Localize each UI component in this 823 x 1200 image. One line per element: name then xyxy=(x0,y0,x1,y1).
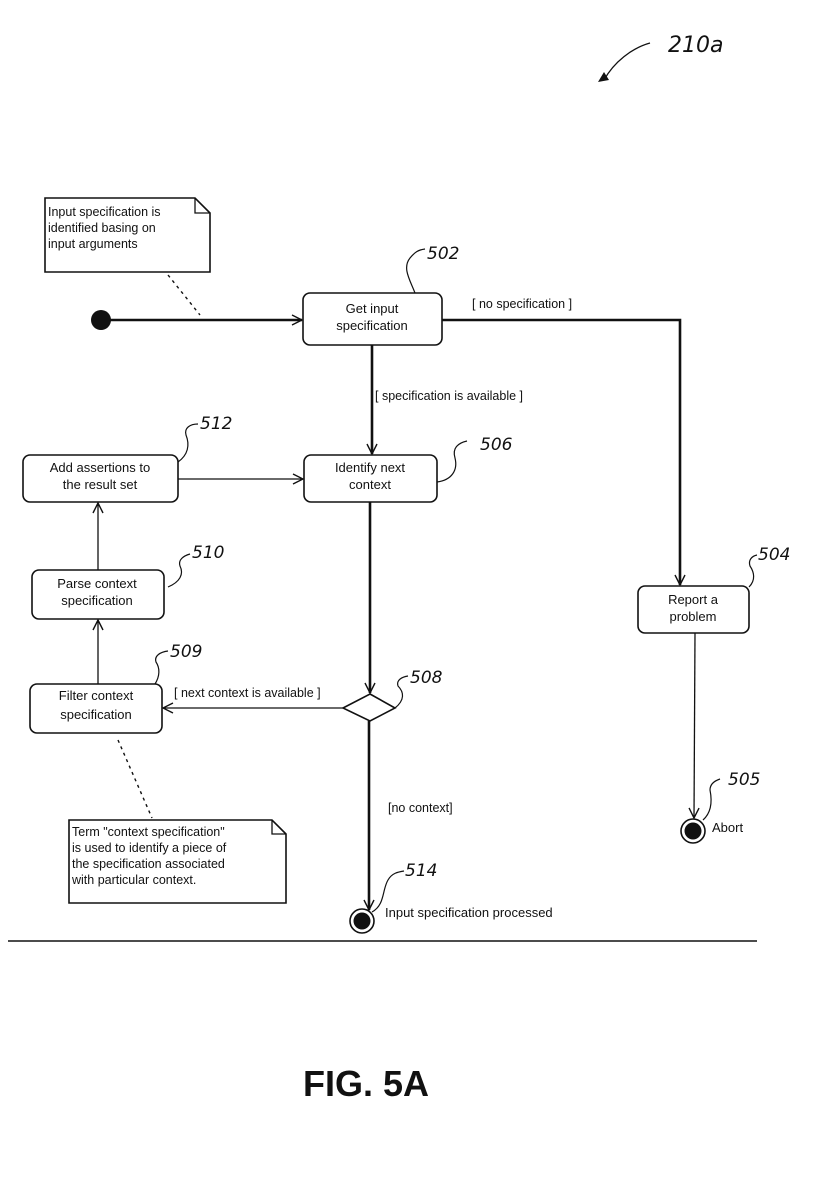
node-get-input-specification[interactable]: Get input specification xyxy=(302,292,443,346)
context-note-connector xyxy=(117,739,153,819)
ref-505: 505 xyxy=(728,770,760,790)
ref-512: 512 xyxy=(200,414,232,434)
node-add-assertions[interactable]: Add assertions to the result set xyxy=(22,454,179,503)
abort-label: Abort xyxy=(712,820,743,835)
add-assertions-line-2: the result set xyxy=(63,477,138,492)
ref-504: 504 xyxy=(758,545,790,565)
input-note-line-1: Input specification is xyxy=(48,205,161,219)
ref-514: 514 xyxy=(405,861,437,881)
initial-node-icon xyxy=(91,310,111,330)
ref-510: 510 xyxy=(192,543,224,563)
decision-node-icon[interactable] xyxy=(341,693,397,722)
report-problem-line-1: Report a xyxy=(668,592,719,607)
get-input-line-2: specification xyxy=(336,318,408,333)
parse-context-line-2: specification xyxy=(61,593,133,608)
node-filter-context-specification[interactable]: Filter context specification xyxy=(29,683,163,734)
final-node-processed xyxy=(349,908,375,934)
input-note-line-2: identified basing on xyxy=(48,221,156,235)
final-node-abort xyxy=(680,818,706,844)
flow-get-input-to-report xyxy=(442,318,680,585)
context-note-line-2: is used to identify a piece of xyxy=(72,841,227,855)
input-note-connector xyxy=(167,274,201,316)
reference-arrowhead-icon xyxy=(598,72,609,82)
context-note-line-3: the specification associated xyxy=(72,857,225,871)
ref-509: 509 xyxy=(170,642,202,662)
guard-next-context-available: [ next context is available ] xyxy=(174,686,321,700)
guard-specification-available: [ specification is available ] xyxy=(375,389,523,403)
context-note-line-1: Term "context specification" xyxy=(72,825,225,839)
parse-context-line-1: Parse context xyxy=(57,576,137,591)
input-note: Input specification is identified basing… xyxy=(44,197,211,316)
ref-508: 508 xyxy=(410,668,443,688)
node-parse-context-specification[interactable]: Parse context specification xyxy=(31,569,165,620)
filter-context-line-1: Filter context xyxy=(59,688,134,703)
flow-report-to-abort xyxy=(694,632,695,818)
input-note-line-3: input arguments xyxy=(48,237,138,251)
figure-reference-label: 210a xyxy=(668,33,723,58)
context-note-line-4: with particular context. xyxy=(71,873,196,887)
ref-506: 506 xyxy=(480,435,513,455)
node-identify-next-context[interactable]: Identify next context xyxy=(303,454,438,503)
add-assertions-line-1: Add assertions to xyxy=(50,460,150,475)
figure-label: FIG. 5A xyxy=(303,1063,429,1104)
node-report-a-problem[interactable]: Report a problem xyxy=(637,585,750,634)
ref-502: 502 xyxy=(427,244,459,264)
context-note: Term "context specification" is used to … xyxy=(68,739,287,904)
guard-no-specification: [ no specification ] xyxy=(472,297,572,311)
report-problem-line-2: problem xyxy=(670,609,717,624)
processed-label: Input specification processed xyxy=(385,905,553,920)
identify-next-line-2: context xyxy=(349,477,391,492)
identify-next-line-1: Identify next xyxy=(335,460,405,475)
get-input-line-1: Get input xyxy=(346,301,399,316)
filter-context-line-2: specification xyxy=(60,707,132,722)
guard-no-context: [no context] xyxy=(388,801,453,815)
figure-reference: 210a xyxy=(598,33,723,82)
